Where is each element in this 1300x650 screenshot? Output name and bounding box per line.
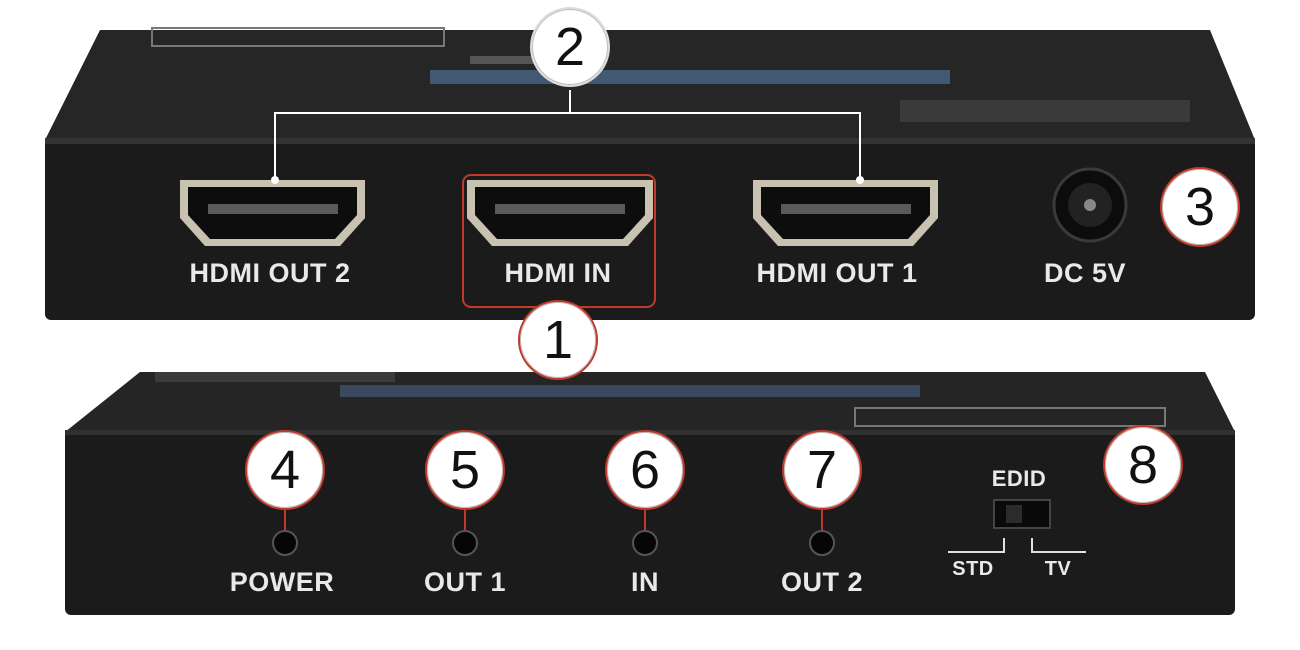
- out2-led: [809, 530, 835, 556]
- edid-std-bracket: [948, 538, 1005, 553]
- out2-label: OUT 2: [780, 567, 864, 597]
- front-unit: [45, 27, 1255, 320]
- edid-std-label: STD: [952, 558, 994, 580]
- dc-5v-jack: [1052, 167, 1128, 243]
- power-label: POWER: [229, 567, 335, 597]
- splitter-title-print: [430, 70, 950, 84]
- in-led: [632, 530, 658, 556]
- hdmi-out-1-label: HDMI OUT 1: [756, 258, 918, 288]
- rear-title-print: [340, 385, 920, 397]
- edid-title: EDID: [991, 466, 1047, 491]
- callout-2: 2: [530, 7, 610, 87]
- hdmi-logo-print: [900, 100, 1190, 122]
- callout-8: 8: [1103, 425, 1183, 505]
- hdmi-out-2-port: [180, 180, 365, 246]
- rear-unit: [65, 372, 1235, 615]
- hdmi-in-label: HDMI IN: [504, 258, 612, 288]
- ultra-hd-badge: [151, 27, 445, 47]
- in-label: IN: [631, 567, 659, 597]
- out1-label: OUT 1: [423, 567, 507, 597]
- edid-tv-label: TV: [1044, 558, 1072, 580]
- rear-face: [65, 430, 1235, 615]
- hdmi-in-port: [467, 180, 653, 246]
- edid-switch[interactable]: [993, 499, 1051, 529]
- edid-tv-bracket: [1031, 538, 1086, 553]
- callout-6: 6: [605, 430, 685, 510]
- hdmi-out-2-label: HDMI OUT 2: [189, 258, 351, 288]
- callout-1: 1: [518, 300, 598, 380]
- callout-7: 7: [782, 430, 862, 510]
- power-led: [272, 530, 298, 556]
- callout-5: 5: [425, 430, 505, 510]
- out1-led: [452, 530, 478, 556]
- dc-5v-label: DC 5V: [1043, 258, 1127, 288]
- callout-2-bracket: [274, 112, 861, 180]
- rear-ultra-hd-badge: [854, 407, 1166, 427]
- callout-3: 3: [1160, 167, 1240, 247]
- hdmi-out-1-port: [753, 180, 938, 246]
- callout-4: 4: [245, 430, 325, 510]
